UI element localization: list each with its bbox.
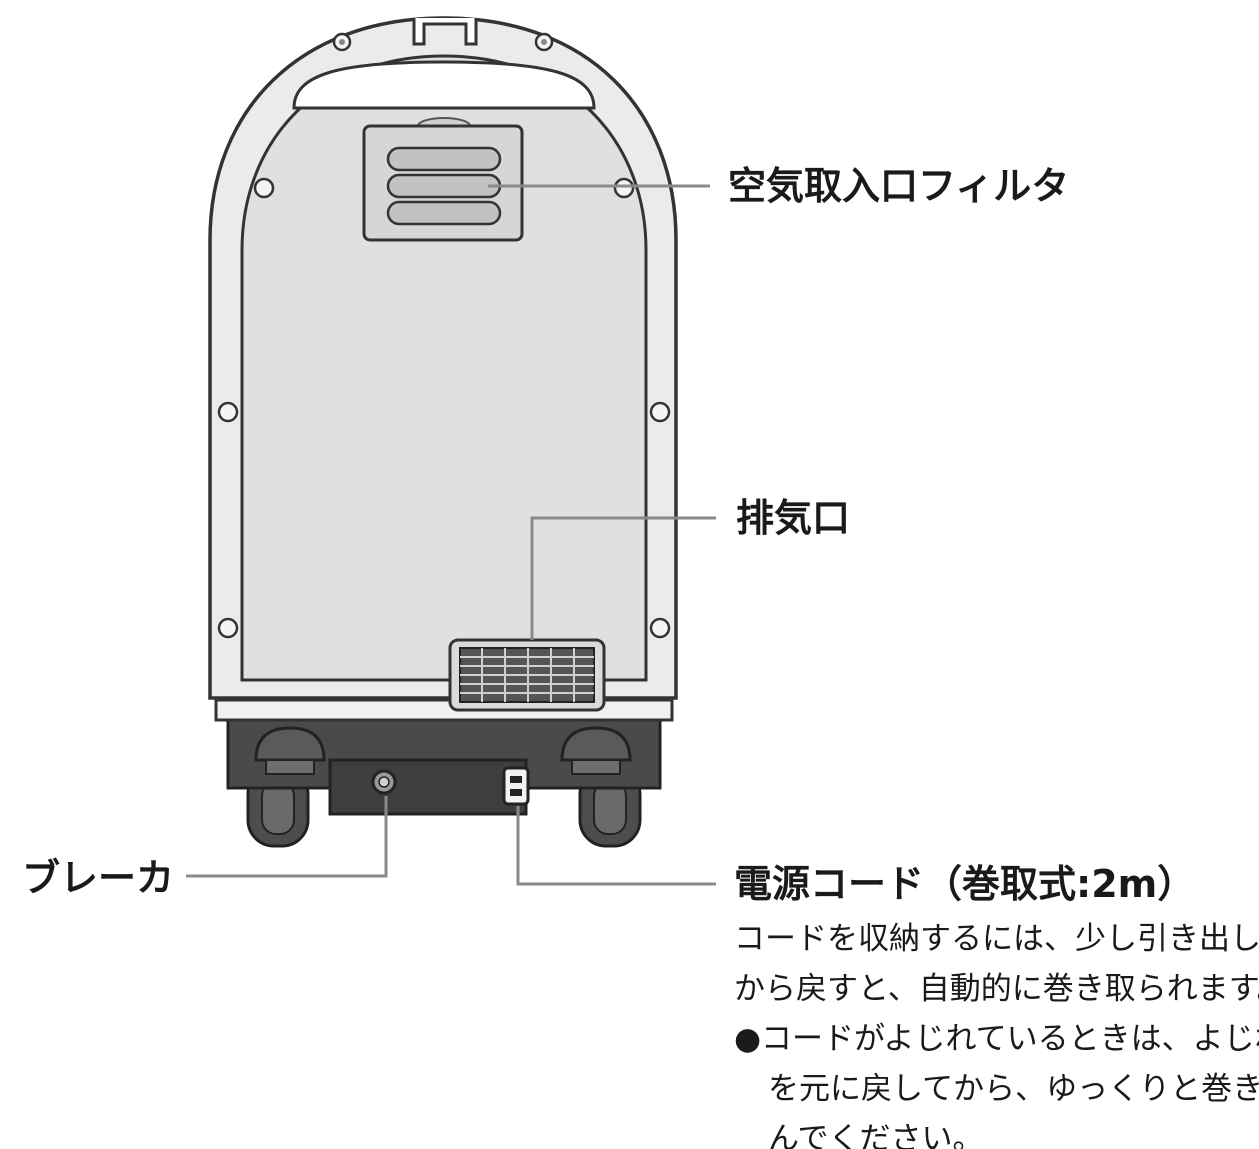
power-cord-outlet — [502, 766, 530, 806]
note-line-3: んでください。 — [768, 1121, 984, 1149]
note-line-2: を元に戻してから、ゆっくりと巻き込 — [768, 1071, 1259, 1107]
note-line-1: ●コードがよじれているときは、よじれ — [734, 1021, 1259, 1057]
base — [226, 710, 662, 816]
label-power-cord: 電源コード（巻取式:2m） — [734, 862, 1196, 906]
description-line-2: から戻すと、自動的に巻き取られます。 — [734, 971, 1259, 1007]
label-breaker: ブレーカ — [22, 856, 175, 900]
exhaust-grille-part — [448, 638, 606, 712]
leader-breaker — [186, 796, 388, 878]
leader-power-cord — [516, 806, 716, 886]
leader-exhaust — [530, 516, 716, 640]
screws — [217, 177, 671, 639]
description-line-1: コードを収納するには、少し引き出して — [734, 921, 1259, 957]
label-exhaust: 排気口 — [736, 496, 851, 540]
power-cord-description: コードを収納するには、少し引き出して から戻すと、自動的に巻き取られます。 ●コ… — [734, 914, 1259, 1149]
main-body — [208, 16, 678, 700]
air-intake-filter-part — [362, 117, 524, 242]
label-air-intake-filter: 空気取入口フィルタ — [728, 164, 1070, 208]
leader-lines — [186, 184, 716, 886]
breaker-part — [371, 769, 397, 795]
